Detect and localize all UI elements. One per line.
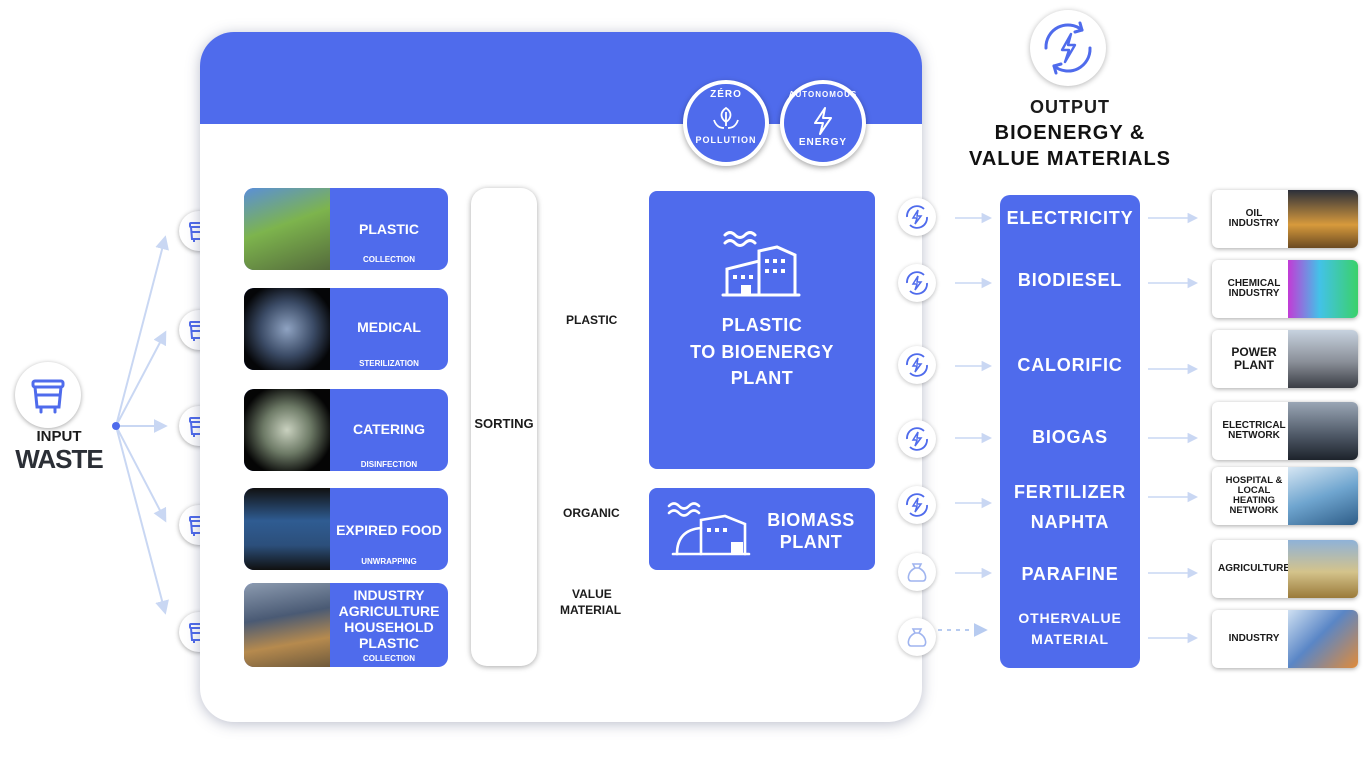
source-subtitle: COLLECTION [330, 255, 448, 264]
material-bag-icon [898, 553, 936, 591]
industry-image [1288, 467, 1358, 525]
badge-top-text: AUTONOMOUS [784, 91, 862, 99]
industry-label: HOSPITAL &LOCALHEATINGNETWORK [1212, 467, 1296, 525]
plastic-to-bioenergy-plant: PLASTIC TO BIOENERGY PLANT [649, 191, 875, 469]
industry-label: AGRICULTURE [1212, 540, 1296, 598]
plant-title-line: PLASTIC [649, 315, 875, 336]
input-label-line1: INPUT [14, 428, 104, 445]
industry-label-line: NETWORK [1222, 431, 1285, 442]
energy-cycle-icon [898, 346, 936, 384]
zero-pollution-badge: ZÉRO POLLUTION [683, 80, 769, 166]
plant-title-line: BIOMASS [753, 510, 869, 531]
output-item: NAPHTA [1000, 512, 1140, 533]
flow-label-value-line1: VALUE [572, 587, 612, 601]
industry-image [1288, 402, 1358, 460]
factory-icon [719, 229, 805, 306]
industry-label-line: AGRICULTURE [1218, 564, 1290, 575]
plant-title-line: TO BIOENERGY [649, 342, 875, 363]
source-title: MEDICAL [330, 320, 448, 336]
industry-image [1288, 190, 1358, 248]
source-title-line: INDUSTRY [330, 588, 448, 604]
autonomous-energy-badge: AUTONOMOUS ENERGY [780, 80, 866, 166]
source-subtitle: UNWRAPPING [330, 557, 448, 566]
output-item: BIOGAS [1000, 427, 1140, 448]
industry-label: ELECTRICALNETWORK [1212, 402, 1296, 460]
industry-image [1288, 540, 1358, 598]
source-image [244, 488, 330, 570]
sorting-label: SORTING [471, 416, 537, 431]
material-bag-icon [898, 618, 936, 656]
source-image [244, 583, 330, 667]
flow-label-plastic: PLASTIC [566, 313, 617, 327]
lightning-icon [811, 106, 835, 141]
source-expired-food: EXPIRED FOOD UNWRAPPING [244, 488, 448, 570]
waste-bin-icon [15, 362, 81, 428]
source-plastic: PLASTIC COLLECTION [244, 188, 448, 270]
badge-bottom-text: POLLUTION [687, 136, 765, 145]
output-item: OTHERVALUE [1000, 610, 1140, 626]
output-item: CALORIFIC [1000, 355, 1140, 376]
source-image [244, 188, 330, 270]
biomass-plant: BIOMASS PLANT [649, 488, 875, 570]
source-image [244, 389, 330, 471]
output-item: MATERIAL [1000, 631, 1140, 647]
source-subtitle: COLLECTION [330, 654, 448, 663]
source-title-line: HOUSEHOLD [330, 620, 448, 636]
industry-label-line: INDUSTRY [1229, 634, 1280, 645]
output-item: PARAFINE [1000, 564, 1140, 585]
input-label-line2: WASTE [6, 444, 112, 475]
industry-image [1288, 330, 1358, 388]
industry-label-line: NETWORK [1226, 506, 1283, 516]
greenhouse-factory-icon [665, 500, 751, 565]
industry-general: INDUSTRY [1212, 610, 1358, 668]
output-item: FERTILIZER [1000, 482, 1140, 503]
energy-cycle-icon [898, 198, 936, 236]
industry-image [1288, 610, 1358, 668]
source-title: CATERING [330, 422, 448, 438]
output-energy-icon [1030, 10, 1106, 86]
output-header-line1: OUTPUT [980, 97, 1160, 118]
output-item: ELECTRICITY [1000, 208, 1140, 229]
flow-label-organic: ORGANIC [563, 506, 620, 520]
source-title: PLASTIC [330, 222, 448, 238]
industry-image [1288, 260, 1358, 318]
source-title-line: AGRICULTURE [330, 604, 448, 620]
source-subtitle: STERILIZATION [330, 359, 448, 368]
energy-cycle-icon [898, 486, 936, 524]
leaf-hands-icon [710, 104, 742, 139]
source-medical: MEDICAL STERILIZATION [244, 288, 448, 370]
plant-title-line: PLANT [649, 368, 875, 389]
badge-top-text: ZÉRO [687, 90, 765, 101]
output-item: BIODIESEL [1000, 270, 1140, 291]
industry-label-line: INDUSTRY [1228, 289, 1281, 300]
industry-agriculture: AGRICULTURE [1212, 540, 1358, 598]
source-catering: CATERING DISINFECTION [244, 389, 448, 471]
flow-label-value-line2: MATERIAL [560, 603, 621, 617]
badge-bottom-text: ENERGY [784, 138, 862, 149]
sorting-column: SORTING [471, 188, 537, 666]
source-title: EXPIRED FOOD [330, 523, 448, 539]
energy-cycle-icon [898, 420, 936, 458]
energy-cycle-icon [898, 264, 936, 302]
plant-title-line: PLANT [753, 532, 869, 553]
output-header-line2: BIOENERGY & [960, 122, 1180, 145]
industry-label-line: PLANT [1231, 359, 1276, 372]
output-header-line3: VALUE MATERIALS [960, 148, 1180, 171]
source-subtitle: DISINFECTION [330, 460, 448, 469]
source-industry-agriculture-household: INDUSTRY AGRICULTURE HOUSEHOLD PLASTIC C… [244, 583, 448, 667]
industry-label: INDUSTRY [1212, 610, 1296, 668]
source-image [244, 288, 330, 370]
industry-label-line: INDUSTRY [1229, 219, 1280, 230]
source-title-line: PLASTIC [330, 636, 448, 652]
